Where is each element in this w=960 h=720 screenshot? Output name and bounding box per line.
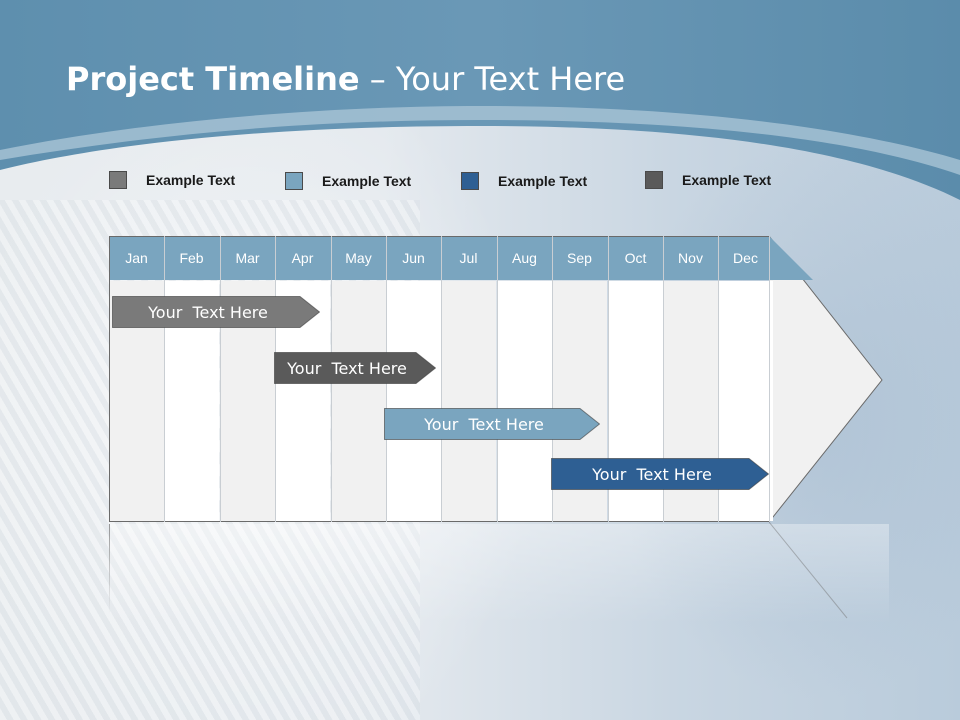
task-arrow-shape <box>384 408 600 440</box>
column-divider <box>552 236 553 522</box>
month-label-apr: Apr <box>291 250 314 266</box>
legend-label: Example Text <box>146 172 236 188</box>
task-label: Your Text Here <box>424 415 544 434</box>
task-arrow-shape <box>551 458 769 490</box>
column-divider <box>220 236 221 522</box>
month-column-may <box>331 281 386 521</box>
task-label: Your Text Here <box>592 465 712 484</box>
column-divider <box>769 236 770 522</box>
month-label-jun: Jun <box>402 250 425 266</box>
task-label: Your Text Here <box>287 359 407 378</box>
column-divider <box>718 236 719 522</box>
month-label-nov: Nov <box>678 250 703 266</box>
task-arrow-4[interactable]: Your Text Here <box>551 458 769 490</box>
column-divider <box>497 236 498 522</box>
timeline-arrow-header <box>770 237 813 280</box>
column-divider <box>441 236 442 522</box>
grid-frame <box>109 236 110 522</box>
month-label-oct: Oct <box>624 250 647 266</box>
column-divider <box>608 236 609 522</box>
task-arrow-shape <box>274 352 436 384</box>
month-label-mar: Mar <box>235 250 260 266</box>
reflection-arrow-edge <box>769 522 848 619</box>
legend-label: Example Text <box>682 172 772 188</box>
month-label-sep: Sep <box>567 250 592 266</box>
legend-swatch <box>461 172 479 190</box>
month-label-feb: Feb <box>179 250 204 266</box>
month-label-dec: Dec <box>733 250 758 266</box>
grid-frame <box>109 521 769 522</box>
title-bold: Project Timeline <box>66 60 360 98</box>
month-label-jul: Jul <box>459 250 478 266</box>
task-arrow-3[interactable]: Your Text Here <box>384 408 600 440</box>
month-column-jul <box>441 281 496 521</box>
grid-frame <box>109 236 769 237</box>
column-divider <box>663 236 664 522</box>
month-label-jan: Jan <box>125 250 148 266</box>
page-title: Project Timeline – Your Text Here <box>66 60 625 98</box>
task-arrow-shape <box>112 296 320 328</box>
title-rest: – Your Text Here <box>359 60 626 98</box>
task-arrow-1[interactable]: Your Text Here <box>112 296 320 328</box>
header-banner <box>0 0 960 200</box>
task-arrow-2[interactable]: Your Text Here <box>274 352 436 384</box>
legend-label: Example Text <box>498 173 588 189</box>
legend-label: Example Text <box>322 173 412 189</box>
column-divider <box>164 236 165 522</box>
month-column-aug <box>497 281 552 521</box>
timeline-reflection <box>109 524 889 624</box>
month-column-jun <box>386 281 441 521</box>
month-label-aug: Aug <box>512 250 537 266</box>
legend-swatch <box>109 171 127 189</box>
timeline-arrow-head <box>769 236 883 523</box>
task-label: Your Text Here <box>148 303 268 322</box>
month-label-may: May <box>345 250 372 266</box>
month-header-bar <box>109 236 769 280</box>
legend-swatch <box>645 171 663 189</box>
reflection-edge <box>109 524 110 614</box>
legend-swatch <box>285 172 303 190</box>
